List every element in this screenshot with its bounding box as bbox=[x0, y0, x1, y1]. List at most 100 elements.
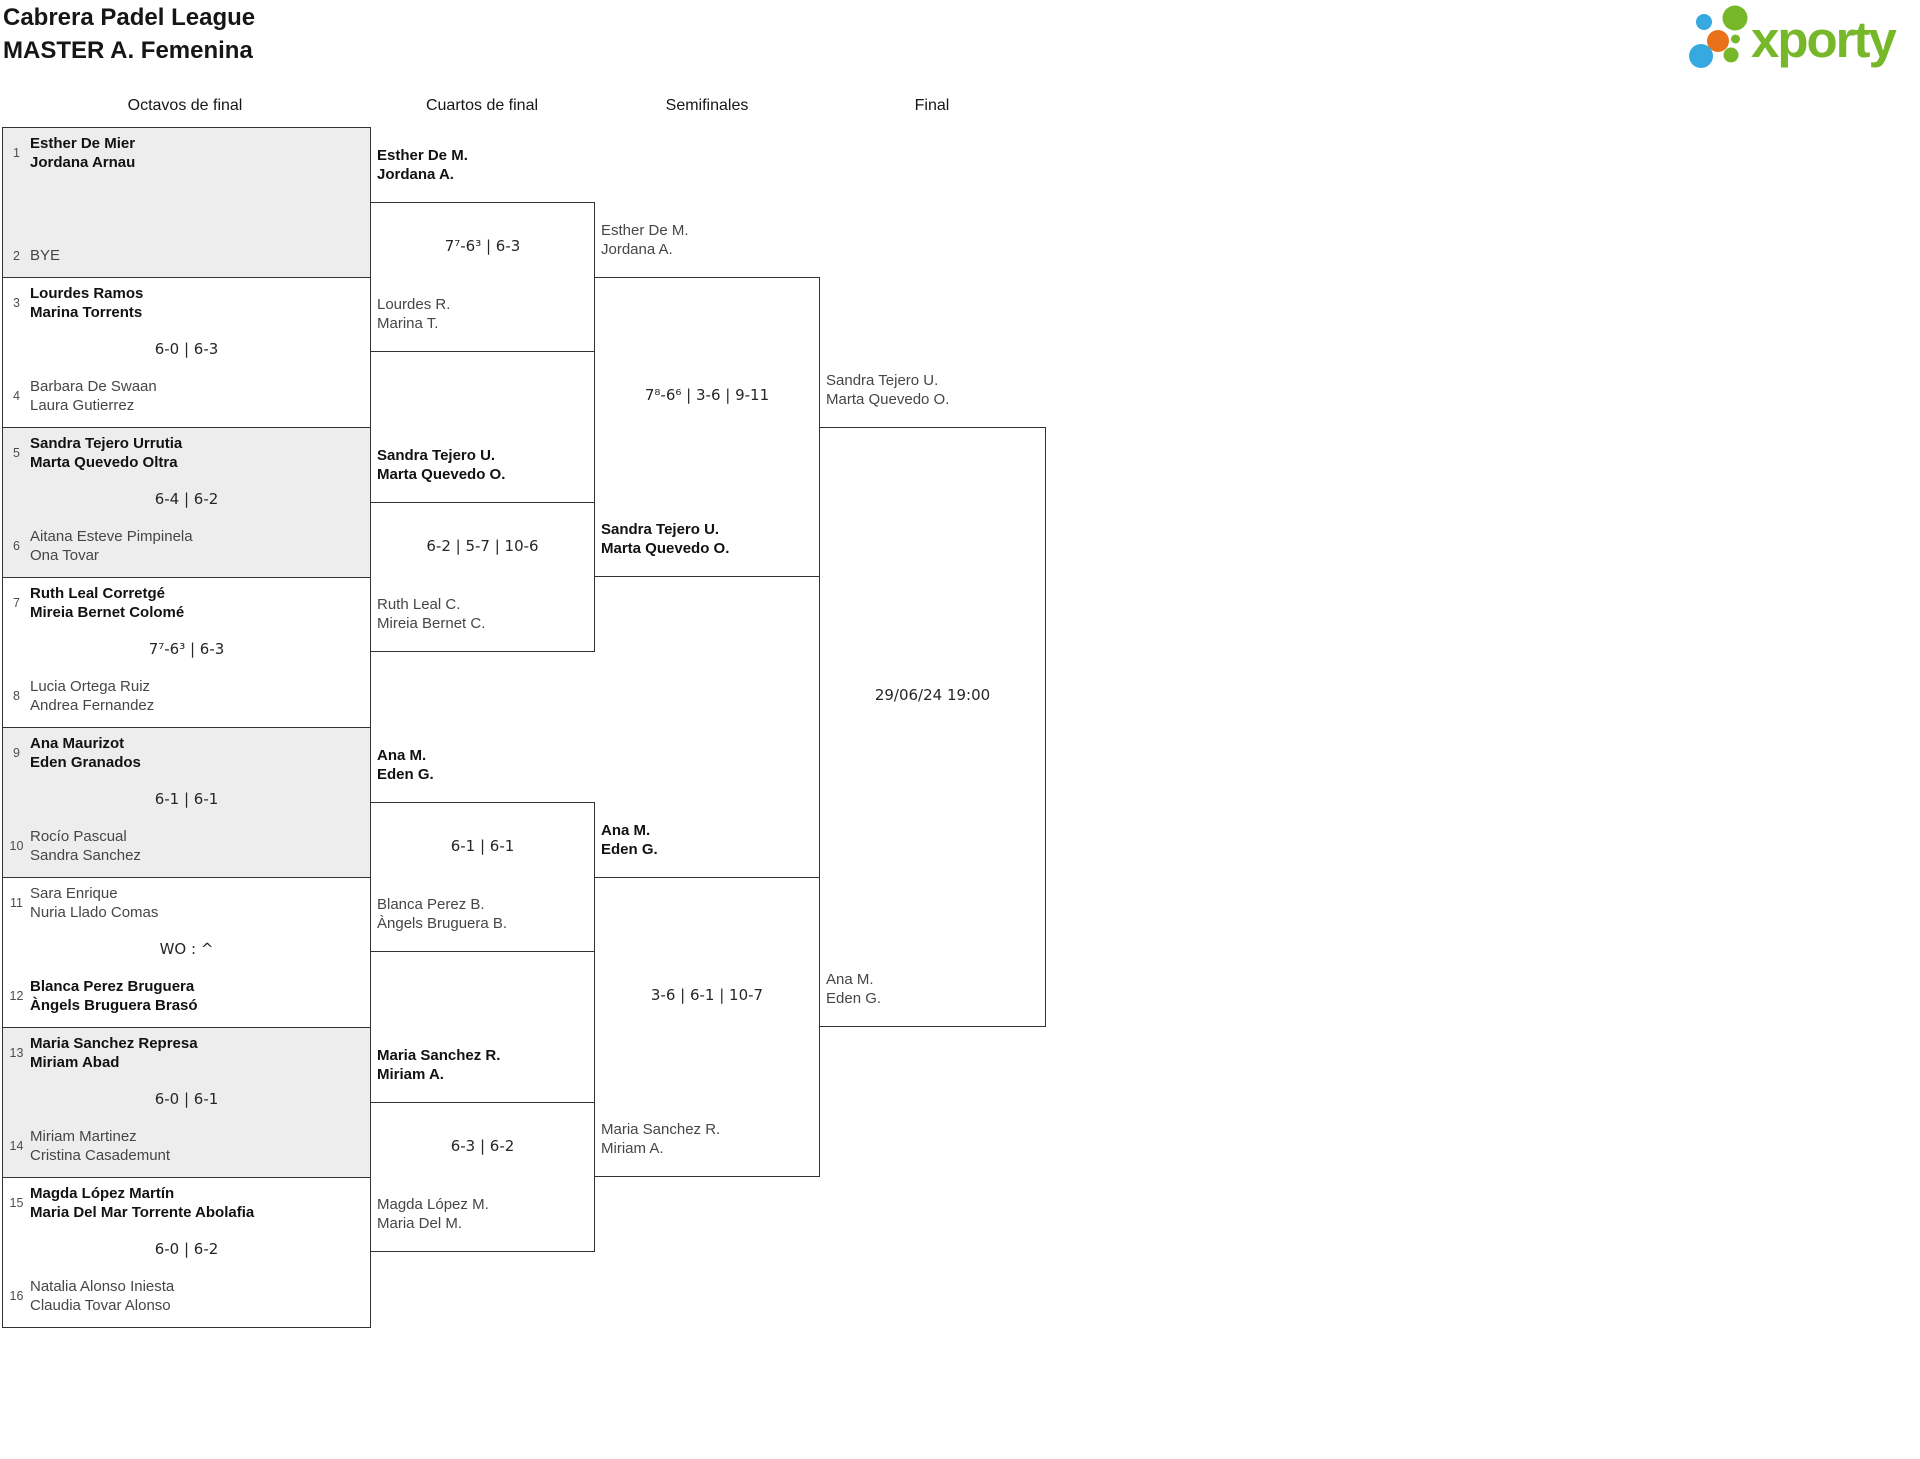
advancing-team-label: Maria Sanchez R. Miriam A. bbox=[377, 1046, 500, 1084]
xporty-logo[interactable]: xporty bbox=[1683, 0, 1920, 72]
r16-match-8[interactable]: 15 Magda López Martín Maria Del Mar Torr… bbox=[2, 1177, 371, 1328]
team-name: Esther De M. Jordana A. bbox=[601, 221, 689, 259]
team-name: Sandra Tejero Urrutia Marta Quevedo Oltr… bbox=[30, 434, 182, 472]
match-score: 7⁷-6³ | 6-3 bbox=[148, 640, 225, 658]
player-name: Àngels Bruguera Brasó bbox=[30, 997, 198, 1014]
seed-number: 4 bbox=[13, 389, 20, 403]
player-name: Marta Quevedo O. bbox=[826, 391, 950, 408]
team-name: Lourdes R. Marina T. bbox=[377, 295, 450, 333]
team-row: 4 Barbara De Swaan Laura Gutierrez bbox=[8, 377, 157, 415]
logo-dot bbox=[1707, 30, 1729, 52]
advancing-team-label: Ana M. Eden G. bbox=[601, 821, 658, 859]
team-row: Maria Sanchez R. Miriam A. bbox=[601, 1120, 720, 1158]
r16-match-4[interactable]: 7 Ruth Leal Corretgé Mireia Bernet Colom… bbox=[2, 577, 371, 728]
player-name: Jordana A. bbox=[601, 241, 673, 258]
player-name: Marta Quevedo O. bbox=[377, 466, 506, 483]
player-name: Ona Tovar bbox=[30, 547, 99, 564]
team-name: Aitana Esteve Pimpinela Ona Tovar bbox=[30, 527, 193, 565]
qf-match-3[interactable]: 6-1 | 6-1 Blanca Perez B. Àngels Bruguer… bbox=[370, 802, 595, 952]
player-name: Esther De Mier bbox=[30, 135, 136, 152]
advancing-team-label: Esther De M. Jordana A. bbox=[601, 221, 689, 259]
team-name: Lourdes Ramos Marina Torrents bbox=[30, 284, 143, 322]
advancing-team-label: Ana M. Eden G. bbox=[377, 746, 434, 784]
match-score: 6-1 | 6-1 bbox=[450, 837, 515, 855]
page-title: Cabrera Padel League MASTER A. Femenina bbox=[3, 1, 255, 67]
match-score: 7⁷-6³ | 6-3 bbox=[444, 237, 521, 255]
logo-wordmark: xporty bbox=[1751, 11, 1898, 68]
player-name: Marina T. bbox=[377, 315, 439, 332]
round-header-final: Final bbox=[914, 97, 950, 114]
player-name: BYE bbox=[30, 247, 61, 264]
player-name: Claudia Tovar Alonso bbox=[30, 1297, 171, 1314]
advancing-team-label: Esther De M. Jordana A. bbox=[377, 146, 468, 184]
team-name: Sandra Tejero U. Marta Quevedo O. bbox=[601, 520, 729, 558]
logo-dot bbox=[1722, 5, 1748, 31]
match-score: 6-0 | 6-1 bbox=[154, 1090, 219, 1108]
round-header-semifinales: Semifinales bbox=[665, 97, 749, 114]
match-score: 6-2 | 5-7 | 10-6 bbox=[426, 537, 539, 555]
r16-match-2[interactable]: 3 Lourdes Ramos Marina Torrents 6-0 | 6-… bbox=[2, 277, 371, 428]
r16-match-7[interactable]: 13 Maria Sanchez Represa Miriam Abad 6-0… bbox=[2, 1027, 371, 1178]
advancing-team-label: Sandra Tejero U. Marta Quevedo O. bbox=[377, 446, 505, 484]
team-row: 10 Rocío Pascual Sandra Sanchez bbox=[8, 827, 141, 865]
qf-match-1[interactable]: 7⁷-6³ | 6-3 Lourdes R. Marina T. bbox=[370, 202, 595, 352]
team-row: 16 Natalia Alonso Iniesta Claudia Tovar … bbox=[8, 1277, 175, 1315]
player-name: Laura Gutierrez bbox=[30, 397, 135, 414]
seed-number: 10 bbox=[9, 839, 24, 853]
player-name: Maria Sanchez R. bbox=[377, 1047, 501, 1064]
seed-number: 9 bbox=[13, 746, 20, 760]
team-name: Natalia Alonso Iniesta Claudia Tovar Alo… bbox=[30, 1277, 174, 1315]
round-header-octavos: Octavos de final bbox=[127, 97, 243, 114]
r16-match-5[interactable]: 9 Ana Maurizot Eden Granados 6-1 | 6-1 1… bbox=[2, 727, 371, 878]
team-name: Sara Enrique Nuria Llado Comas bbox=[30, 884, 158, 922]
team-name: Ruth Leal Corretgé Mireia Bernet Colomé bbox=[30, 584, 184, 622]
player-name: Eden Granados bbox=[30, 754, 141, 771]
qf-match-4[interactable]: 6-3 | 6-2 Magda López M. Maria Del M. bbox=[370, 1102, 595, 1252]
logo-dot bbox=[1723, 47, 1739, 63]
seed-number: 15 bbox=[9, 1196, 24, 1210]
player-name: Ana M. bbox=[826, 971, 874, 988]
team-name: Maria Sanchez Represa Miriam Abad bbox=[30, 1034, 198, 1072]
team-row: 11 Sara Enrique Nuria Llado Comas bbox=[8, 884, 158, 922]
match-score: 6-3 | 6-2 bbox=[450, 1137, 515, 1155]
player-name: Esther De M. bbox=[377, 147, 468, 164]
team-row: 3 Lourdes Ramos Marina Torrents bbox=[8, 284, 143, 322]
player-name: Ruth Leal Corretgé bbox=[30, 585, 166, 602]
player-name: Lucia Ortega Ruiz bbox=[30, 678, 151, 695]
sf-match-2[interactable]: 3-6 | 6-1 | 10-7 Maria Sanchez R. Miriam… bbox=[594, 877, 820, 1177]
player-name: Ruth Leal C. bbox=[377, 596, 461, 613]
player-name: Mireia Bernet C. bbox=[377, 615, 486, 632]
team-name: BYE bbox=[30, 246, 60, 265]
player-name: Eden G. bbox=[377, 766, 434, 783]
team-name: Ana M. Eden G. bbox=[377, 746, 434, 784]
qf-match-2[interactable]: 6-2 | 5-7 | 10-6 Ruth Leal C. Mireia Ber… bbox=[370, 502, 595, 652]
sf-match-1[interactable]: 7⁸-6⁶ | 3-6 | 9-11 Sandra Tejero U. Mart… bbox=[594, 277, 820, 577]
player-name: Magda López M. bbox=[377, 1196, 489, 1213]
seed-number: 2 bbox=[13, 248, 20, 263]
final-match[interactable]: 29/06/24 19:00 Ana M. Eden G. bbox=[819, 427, 1046, 1027]
r16-match-6[interactable]: 11 Sara Enrique Nuria Llado Comas WO : ^… bbox=[2, 877, 371, 1028]
team-name: Barbara De Swaan Laura Gutierrez bbox=[30, 377, 157, 415]
player-name: Sandra Tejero U. bbox=[601, 521, 720, 538]
advancing-team-label: Sandra Tejero U. Marta Quevedo O. bbox=[826, 371, 949, 409]
player-name: Maria Del Mar Torrente Abolafia bbox=[30, 1204, 255, 1221]
seed-number: 7 bbox=[13, 596, 20, 610]
player-name: Àngels Bruguera B. bbox=[377, 915, 508, 932]
r16-match-3[interactable]: 5 Sandra Tejero Urrutia Marta Quevedo Ol… bbox=[2, 427, 371, 578]
player-name: Sara Enrique bbox=[30, 885, 118, 902]
seed-number: 5 bbox=[13, 446, 20, 460]
player-name: Miriam A. bbox=[377, 1066, 444, 1083]
team-row: 1 Esther De Mier Jordana Arnau bbox=[8, 134, 135, 172]
player-name: Ana M. bbox=[601, 822, 651, 839]
r16-match-1[interactable]: 1 Esther De Mier Jordana Arnau 2 BYE bbox=[2, 127, 371, 278]
team-name: Maria Sanchez R. Miriam A. bbox=[377, 1046, 500, 1084]
team-name: Magda López Martín Maria Del Mar Torrent… bbox=[30, 1184, 254, 1222]
team-row: 7 Ruth Leal Corretgé Mireia Bernet Colom… bbox=[8, 584, 184, 622]
logo-dot bbox=[1689, 44, 1713, 68]
match-score: 6-0 | 6-2 bbox=[154, 1240, 219, 1258]
player-name: Miriam Martinez bbox=[30, 1128, 137, 1145]
player-name: Sandra Tejero Urrutia bbox=[30, 435, 183, 452]
team-name: Magda López M. Maria Del M. bbox=[377, 1195, 489, 1233]
player-name: Sandra Sanchez bbox=[30, 847, 141, 864]
